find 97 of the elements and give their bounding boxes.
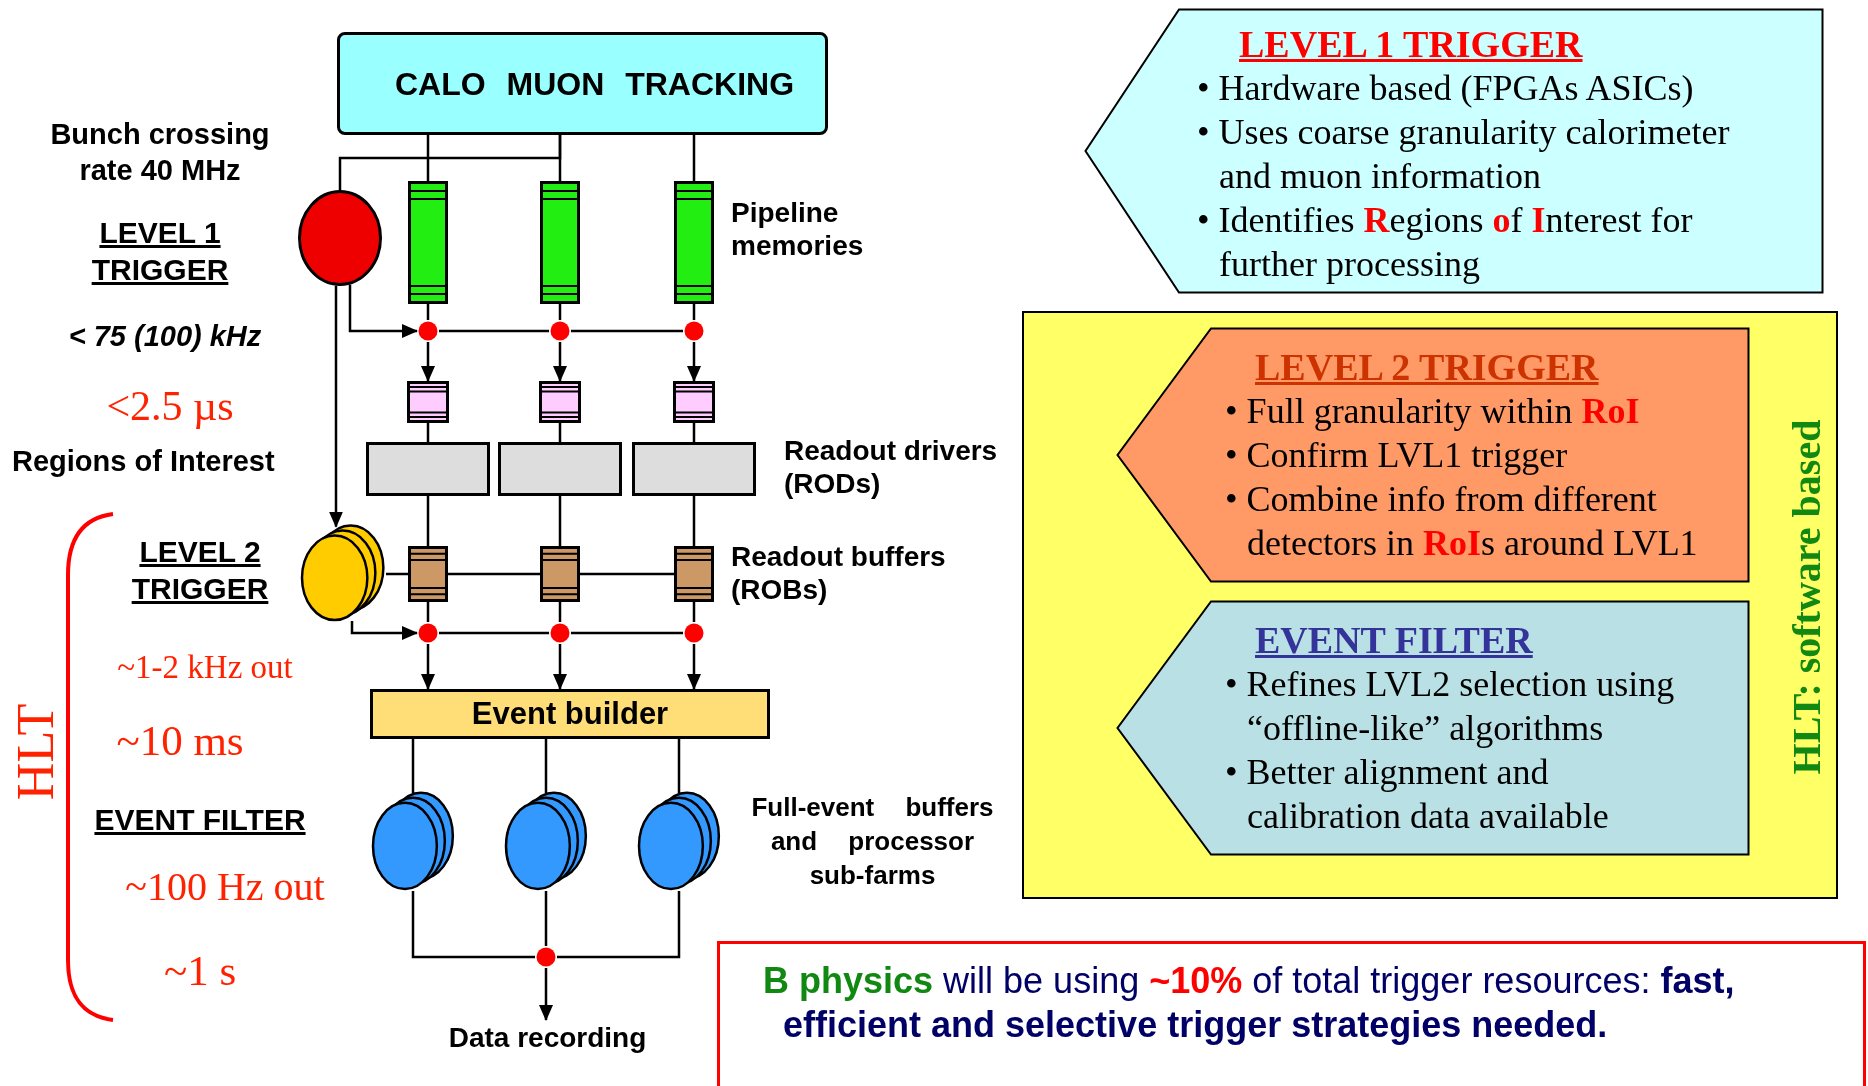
connector-line — [426, 602, 430, 622]
connector-line — [557, 891, 681, 959]
arrow — [553, 644, 567, 690]
bullet-text: • Identifies Regions of Interest for further processing — [1197, 200, 1693, 284]
connector-line — [558, 496, 562, 546]
trigger-heading: EVENT FILTER — [93, 802, 307, 838]
detector-box — [337, 32, 828, 135]
arrow-panel — [1084, 8, 1824, 294]
junction-dot — [417, 320, 439, 342]
hlt-panel — [1022, 311, 1838, 899]
junction-dot — [683, 320, 705, 342]
connector-line — [692, 423, 696, 442]
junction-dot — [535, 946, 557, 968]
connector-line — [544, 891, 548, 946]
driver-box — [366, 442, 490, 496]
arrow — [329, 285, 343, 528]
panel-title: LEVEL 2 TRIGGER — [1255, 346, 1599, 388]
note-text: B physics will be using ~10% of total trigger resources: fast, efficient and selective trigger strategies needed. — [763, 959, 1736, 1047]
junction-dot — [417, 622, 439, 644]
processor-stack — [637, 793, 721, 891]
bullet-text: • Refines LVL2 selection using “offline-like” algorithms — [1225, 664, 1675, 748]
rate-label: ~1-2 kHz out — [116, 648, 294, 687]
connector-line — [439, 631, 549, 635]
output-label: Data recording — [430, 1020, 665, 1058]
pipeline-bar — [408, 181, 448, 304]
buffer-block — [408, 546, 448, 602]
connector-line — [677, 739, 681, 793]
buffer-block — [539, 381, 581, 423]
bullet-text: • Full granularity within RoI — [1225, 391, 1640, 431]
buffer-block — [673, 381, 715, 423]
arrow-panel — [1116, 327, 1750, 583]
arrow-panel — [1116, 600, 1750, 856]
component-label: Pipeline memories — [731, 196, 865, 262]
event-builder-box — [370, 689, 770, 739]
connector-line — [426, 423, 430, 442]
trigger-circle — [298, 190, 382, 286]
trigger-heading: LEVEL 1 TRIGGER — [90, 215, 230, 288]
latency-label: ~1 s — [162, 946, 238, 996]
junction-dot — [549, 320, 571, 342]
processor-stack — [371, 793, 455, 891]
connector-line — [558, 602, 562, 622]
connector-line — [439, 329, 549, 333]
rate-label: ~100 Hz out — [124, 863, 326, 911]
junction-dot — [549, 622, 571, 644]
panel-title: EVENT FILTER — [1255, 619, 1533, 661]
junction-dot — [683, 622, 705, 644]
processor-stack — [504, 793, 588, 891]
component-label: Readout buffers (ROBs) — [731, 540, 947, 606]
driver-box — [632, 442, 756, 496]
arrow — [421, 644, 435, 690]
connector-line — [580, 572, 674, 576]
buffer-block — [407, 381, 449, 423]
rate-label: Bunch crossing rate 40 MHz — [49, 117, 271, 188]
latency-label: <2.5 µs — [105, 382, 235, 431]
connector-line — [386, 572, 408, 576]
bullet-text: • Hardware based (FPGAs ASICs) — [1197, 68, 1694, 108]
arrow — [553, 342, 567, 382]
arrow — [421, 342, 435, 382]
panel-title: LEVEL 1 TRIGGER — [1239, 23, 1583, 65]
component-label: Full-event buffers and processor sub-farms — [750, 791, 995, 892]
driver-box — [498, 442, 622, 496]
connector-line — [692, 135, 696, 181]
bullet-text: • Confirm LVL1 trigger — [1225, 435, 1568, 475]
bullet-text: • Combine info from different detectors in RoIs around LVL1 — [1225, 479, 1698, 563]
buffer-block — [540, 546, 580, 602]
connector-line — [411, 739, 415, 793]
note-box — [717, 941, 1866, 1086]
latency-label: ~10 ms — [115, 716, 245, 766]
trigger-heading: LEVEL 2 TRIGGER — [130, 534, 270, 607]
processor-stack — [300, 526, 386, 622]
connector-line — [411, 891, 535, 959]
component-name: Event builder — [471, 694, 669, 733]
connector-line — [571, 631, 683, 635]
connector-line — [692, 602, 696, 622]
arrow — [687, 342, 701, 382]
connector-line — [692, 496, 696, 546]
connector-line — [544, 739, 548, 793]
connector-line — [426, 496, 430, 546]
arrow — [539, 968, 553, 1021]
arrow — [350, 620, 418, 640]
bullet-text: • Better alignment and calibration data available — [1225, 752, 1609, 836]
vertical-heading: HLT: software based — [1784, 419, 1830, 775]
connector-line — [558, 423, 562, 442]
pipeline-bar — [674, 181, 714, 304]
hlt-label: HLT — [8, 703, 64, 801]
component-label: Readout drivers (RODs) — [784, 434, 999, 500]
rate-label: < 75 (100) kHz — [67, 319, 263, 354]
connector-line — [426, 135, 430, 181]
annotation-text: Regions of Interest — [12, 444, 276, 479]
detector-names: CALO MUON TRACKING — [393, 64, 795, 104]
arrow — [348, 284, 418, 338]
pipeline-bar — [540, 181, 580, 304]
connector-line — [448, 572, 540, 576]
arrow — [687, 644, 701, 690]
buffer-block — [674, 546, 714, 602]
connector-line — [571, 329, 683, 333]
connector-line — [338, 135, 562, 190]
